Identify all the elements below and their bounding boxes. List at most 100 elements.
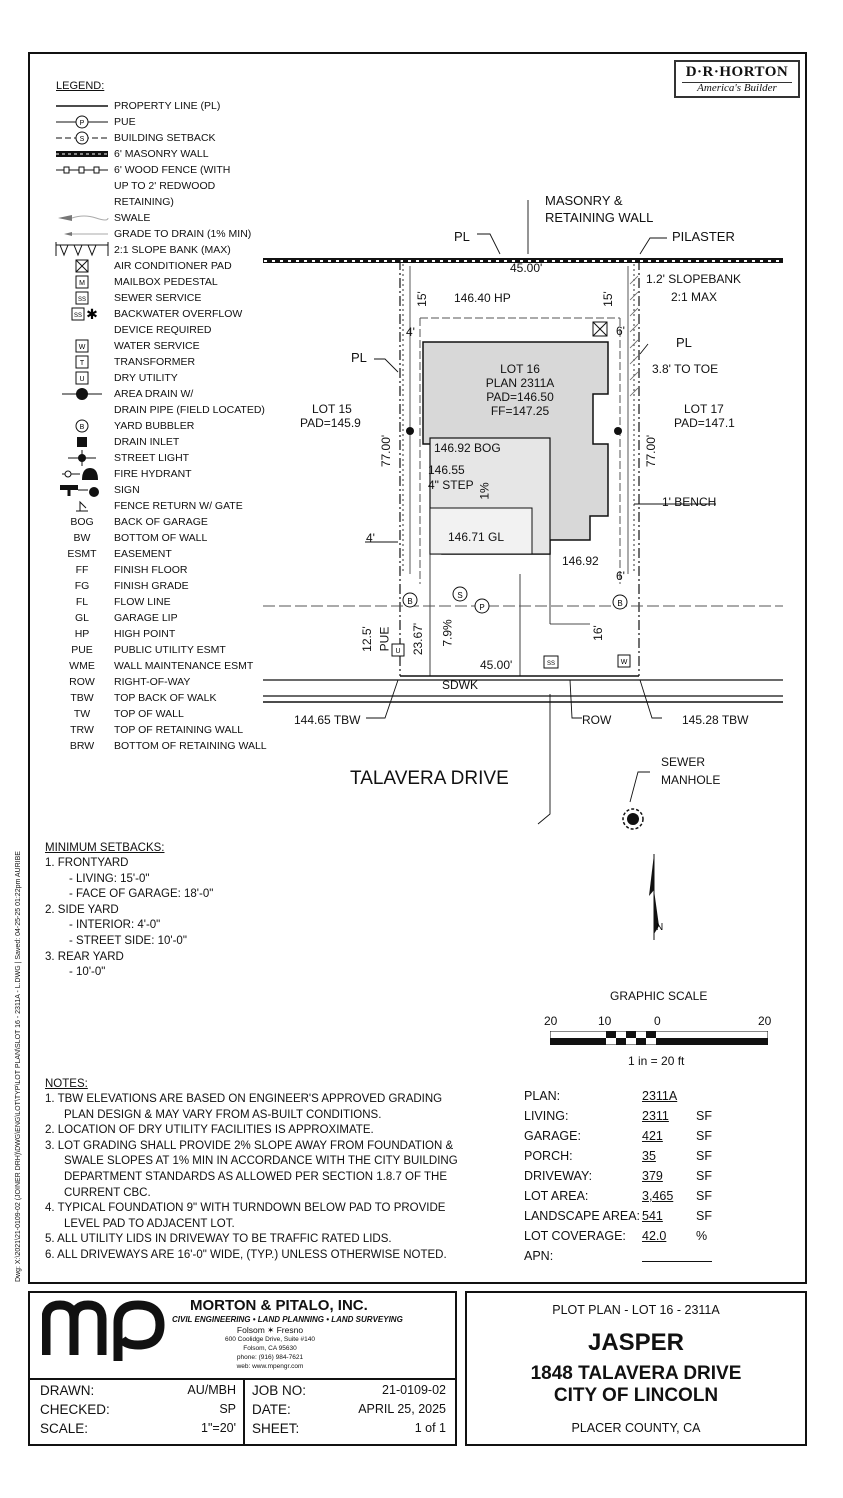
stat-label: APN: bbox=[524, 1249, 554, 1263]
job-label: JOB NO: bbox=[252, 1383, 307, 1398]
masonry-label-2: RETAINING WALL bbox=[545, 210, 654, 225]
legend-item-label: YARD BUBBLER bbox=[114, 420, 195, 432]
fire-hydrant-icon bbox=[54, 466, 110, 482]
stat-value: 379 bbox=[642, 1169, 663, 1183]
drawn-label: DRAWN: bbox=[40, 1383, 95, 1398]
legend-item-label: STREET LIGHT bbox=[114, 452, 190, 464]
dry-utility-icon: U bbox=[54, 370, 110, 386]
project-block: PLOT PLAN - LOT 16 - 2311A JASPER 1848 T… bbox=[465, 1291, 807, 1446]
stat-row: LOT COVERAGE:42.0% bbox=[524, 1226, 764, 1246]
legend-item-label: SWALE bbox=[114, 212, 151, 224]
street-name: TALAVERA DRIVE bbox=[350, 768, 509, 789]
dr-horton-logo: D·R·HORTON America's Builder bbox=[674, 60, 800, 98]
legend-item-label: AIR CONDITIONER PAD bbox=[114, 260, 232, 272]
stat-value: 3,465 bbox=[642, 1189, 674, 1203]
abbreviation-code: PUE bbox=[71, 644, 93, 656]
abbreviation-code: WME bbox=[69, 660, 95, 672]
legend-item-label: PROPERTY LINE (PL) bbox=[114, 100, 221, 112]
lot17-label: LOT 17 bbox=[684, 402, 724, 416]
water-service-box bbox=[617, 654, 631, 668]
legend-item-label: SIGN bbox=[114, 484, 140, 496]
rear-width-label: 45.00' bbox=[510, 261, 543, 275]
tb-divider-h bbox=[30, 1378, 455, 1380]
company-offices: Folsom ✶ Fresno bbox=[236, 1325, 304, 1335]
note-line: 1. TBW ELEVATIONS ARE BASED ON ENGINEER'… bbox=[45, 1093, 443, 1105]
svg-text:W: W bbox=[79, 344, 86, 351]
svg-text:✱: ✱ bbox=[86, 306, 98, 322]
stat-label: LANDSCAPE AREA: bbox=[524, 1209, 641, 1223]
abbreviation-code: ESMT bbox=[67, 548, 97, 560]
scale-title: GRAPHIC SCALE bbox=[610, 989, 708, 1003]
garage-slab bbox=[429, 507, 533, 555]
legend-item-label: GRADE TO DRAIN (1% MIN) bbox=[114, 228, 252, 240]
area-drain bbox=[614, 427, 622, 435]
date-label: DATE: bbox=[252, 1402, 291, 1417]
pue-label: PUE bbox=[377, 626, 392, 652]
drawn-value: AU/MBH bbox=[187, 1383, 236, 1397]
setback-line: 3. REAR YARD bbox=[45, 950, 124, 963]
scale-bar bbox=[550, 1031, 768, 1045]
abbreviation-label: TOP OF RETAINING WALL bbox=[114, 724, 244, 736]
bench-label: 1' BENCH bbox=[662, 495, 717, 509]
side-setback-left: 4' bbox=[406, 325, 415, 339]
masonry-label: MASONRY & bbox=[545, 193, 623, 208]
pad-label: PAD=146.50 bbox=[486, 390, 554, 404]
lot15-label: LOT 15 bbox=[312, 402, 352, 416]
note-line: CURRENT CBC. bbox=[64, 1186, 151, 1199]
abbreviation-code: GL bbox=[74, 612, 89, 624]
svg-text:P: P bbox=[479, 603, 484, 612]
svg-text:W: W bbox=[621, 659, 628, 666]
pue-symbol bbox=[474, 598, 490, 614]
front-setback-label: 16' bbox=[590, 625, 605, 641]
abbreviation-label: BOTTOM OF RETAINING WALL bbox=[114, 740, 267, 752]
legend-item-label: WATER SERVICE bbox=[114, 340, 200, 352]
stat-row: APN: bbox=[524, 1246, 764, 1266]
note-line: 4. TYPICAL FOUNDATION 9" WITH TURNDOWN B… bbox=[45, 1202, 446, 1215]
scale-label: SCALE: bbox=[40, 1421, 89, 1436]
tbw-left-label: 144.65 TBW bbox=[294, 713, 361, 727]
note-line: DEPARTMENT STANDARDS AS ALLOWED PER SECT… bbox=[64, 1171, 447, 1183]
sewer-symbol bbox=[452, 586, 468, 602]
rear-setback-left: 15' bbox=[414, 291, 429, 307]
pue-width-label: 12.5' bbox=[359, 626, 374, 652]
checked-value: SP bbox=[219, 1402, 236, 1416]
legend-item-label: MAILBOX PEDESTAL bbox=[114, 276, 218, 288]
company-web: web: www.mpengr.com bbox=[236, 1363, 304, 1370]
row-label: ROW bbox=[582, 713, 612, 727]
sign-icon bbox=[54, 482, 110, 498]
slope-bank-hatching bbox=[629, 275, 639, 397]
project-name: JASPER bbox=[587, 1329, 685, 1356]
manhole-label: MANHOLE bbox=[661, 773, 721, 787]
slope-label: 1% bbox=[477, 482, 492, 500]
pl-top-label: PL bbox=[454, 229, 470, 244]
sheet-value: 1 of 1 bbox=[414, 1421, 446, 1435]
stat-value: 2311A bbox=[642, 1089, 678, 1103]
legend-item-label: FENCE RETURN W/ GATE bbox=[114, 500, 243, 512]
company-block: MORTON & PITALO, INC. CIVIL ENGINEERING … bbox=[28, 1291, 457, 1446]
stat-unit: % bbox=[696, 1229, 708, 1243]
toe-label: 3.8' TO TOE bbox=[652, 362, 719, 376]
plan-label: PLAN 2311A bbox=[485, 376, 555, 390]
sheet-label: SHEET: bbox=[252, 1421, 300, 1436]
abbreviation-code: BOG bbox=[70, 516, 94, 528]
abbreviation-label: FINISH FLOOR bbox=[114, 564, 188, 576]
setback-line-icon: S bbox=[54, 130, 110, 146]
scale-tick-1: 20 bbox=[544, 1014, 558, 1028]
pilaster-label: PILASTER bbox=[672, 229, 735, 244]
legend-item-label: 6' MASONRY WALL bbox=[114, 148, 209, 160]
ff-label: FF=147.25 bbox=[490, 404, 550, 418]
note-line: 2. LOCATION OF DRY UTILITY FACILITIES IS… bbox=[45, 1124, 374, 1137]
drain-arrow-icon bbox=[54, 226, 110, 242]
svg-text:P: P bbox=[80, 120, 85, 127]
setback-line: 1. FRONTYARD bbox=[45, 857, 129, 869]
yard-bubbler-icon: B bbox=[54, 418, 110, 434]
svg-text:S: S bbox=[80, 136, 85, 143]
lot17-pad: PAD=147.1 bbox=[674, 416, 735, 430]
job-value: 21-0109-02 bbox=[382, 1383, 446, 1397]
stat-value: 2311 bbox=[642, 1109, 669, 1123]
step-elev-label: 146.55 bbox=[428, 463, 465, 477]
